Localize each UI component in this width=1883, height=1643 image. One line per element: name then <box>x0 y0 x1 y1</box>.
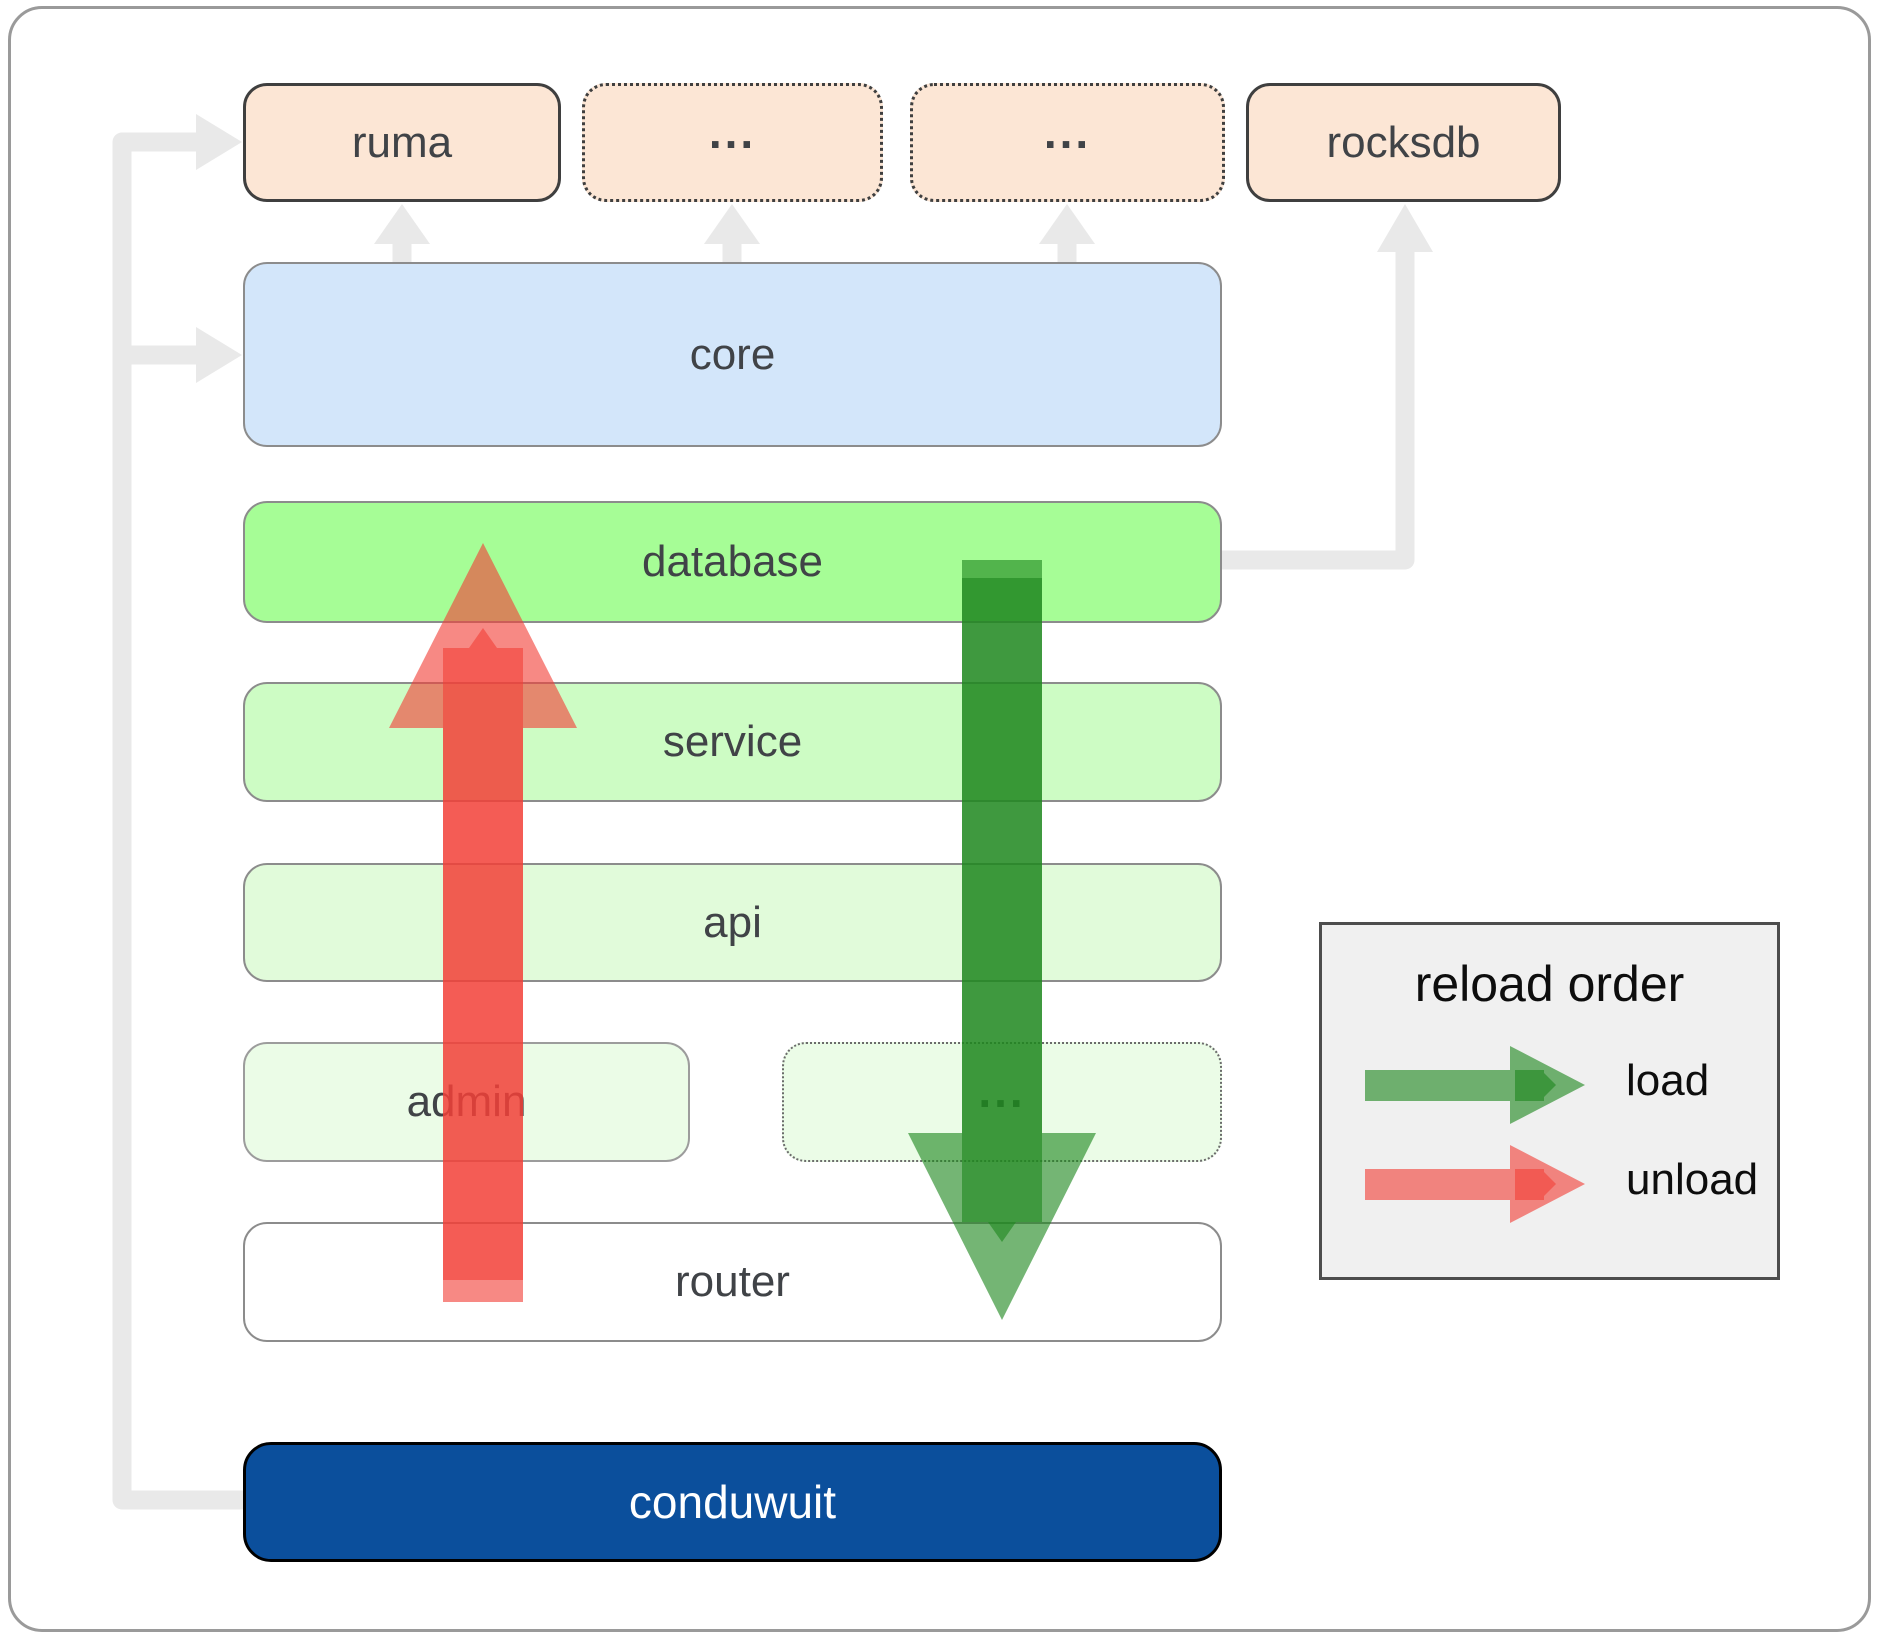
legend-load-label: load <box>1626 1056 1710 1105</box>
outer-border <box>8 6 1871 1632</box>
box-ellipsis-3-label: ... <box>978 1065 1026 1117</box>
box-conduwuit: conduwuit <box>243 1442 1222 1562</box>
box-conduwuit-label: conduwuit <box>628 1476 837 1528</box>
legend-title: reload order <box>1414 956 1685 1012</box>
box-core: core <box>243 262 1222 447</box>
box-database: database <box>243 501 1222 623</box>
box-rocksdb: rocksdb <box>1246 83 1561 202</box>
legend-load-arrow-inner-icon <box>1515 1070 1556 1101</box>
box-api-label: api <box>703 897 762 947</box>
box-service-label: service <box>662 717 803 766</box>
legend-panel: reload order load unload <box>1319 922 1780 1280</box>
legend-unload-arrow-inner-icon <box>1515 1169 1556 1200</box>
box-ruma-label: ruma <box>351 117 453 167</box>
box-core-label: core <box>689 329 776 379</box>
box-database-label: database <box>641 537 824 586</box>
box-rocksdb-label: rocksdb <box>1326 117 1481 167</box>
box-router: router <box>243 1222 1222 1342</box>
box-api: api <box>243 863 1222 982</box>
legend-unload-label: unload <box>1626 1155 1759 1204</box>
box-ellipsis-2: ... <box>910 83 1225 202</box>
box-admin-label: admin <box>406 1077 527 1126</box>
box-ellipsis-1: ... <box>582 83 883 202</box>
box-service: service <box>243 682 1222 802</box>
box-ellipsis-3: ... <box>782 1042 1222 1162</box>
box-ruma: ruma <box>243 83 561 202</box>
box-router-label: router <box>675 1257 790 1306</box>
legend-load-arrow-outer-icon <box>1365 1046 1585 1124</box>
box-ellipsis-1-label: ... <box>708 105 757 158</box>
box-ellipsis-2-label: ... <box>1043 105 1092 158</box>
legend-unload-arrow-outer-icon <box>1365 1145 1585 1223</box>
box-admin: admin <box>243 1042 690 1162</box>
